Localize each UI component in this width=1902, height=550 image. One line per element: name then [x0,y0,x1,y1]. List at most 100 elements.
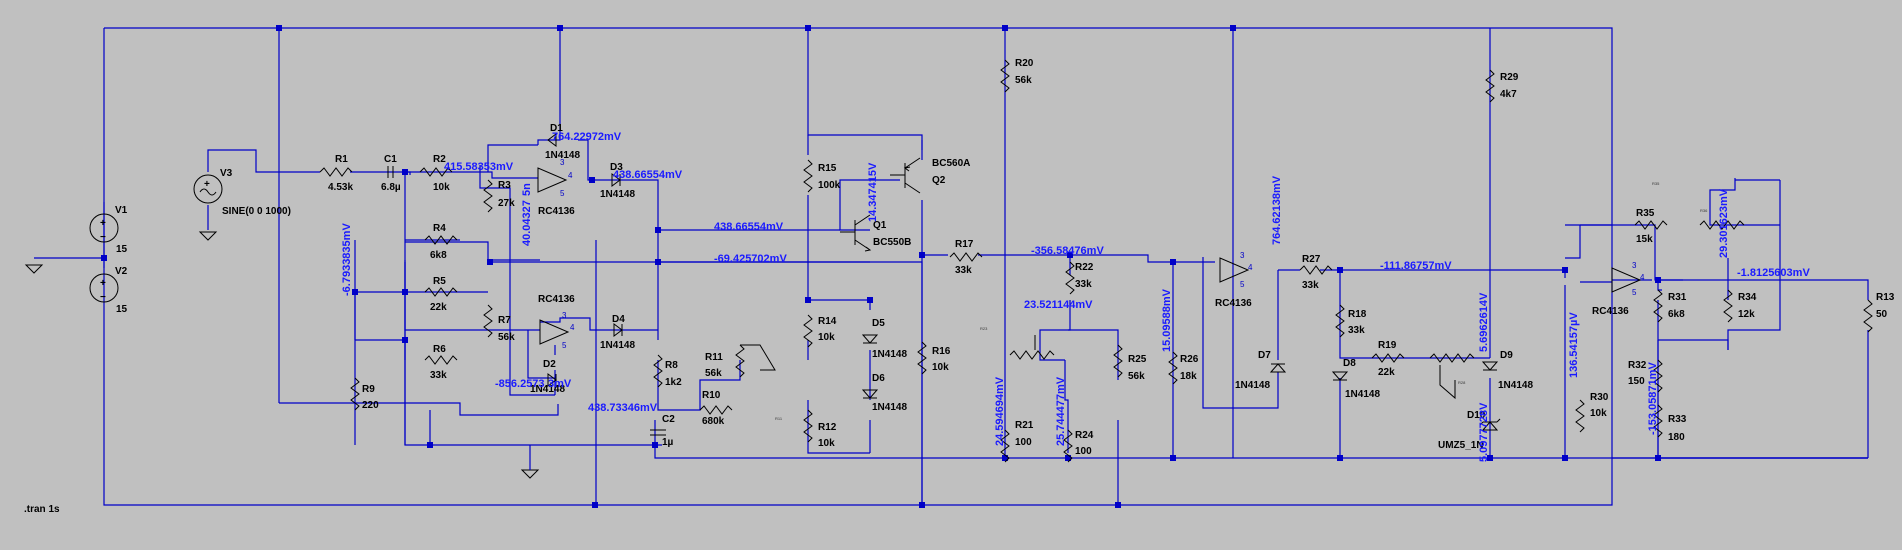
svg-text:5: 5 [560,189,565,198]
diode-d8: D8 1N4148 [1331,358,1380,400]
svg-text:4.53k: 4.53k [328,182,353,193]
svg-text:15k: 15k [1636,234,1653,245]
svg-text:1N4148: 1N4148 [530,384,565,395]
svg-text:R27: R27 [1302,254,1321,265]
svg-text:R26: R26 [1180,354,1199,365]
v1-name: V1 [115,205,128,216]
opamp-u1: 3 4 5 RC4136 [537,158,575,217]
resistor-r16: R16 10k [917,341,951,375]
svg-text:R21: R21 [1015,420,1034,431]
svg-text:6.8µ: 6.8µ [381,182,401,193]
svg-text:-6.7933835mV: -6.7933835mV [341,223,353,296]
svg-text:56k: 56k [1128,371,1145,382]
wires [34,27,1869,506]
resistor-r20: R20 56k [1000,58,1034,93]
svg-text:R8: R8 [665,360,678,371]
resistor-r9: R9 220 [350,377,379,411]
svg-text:3mV: 3mV [548,378,572,390]
svg-text:3: 3 [1240,251,1245,260]
capacitor-c1: C1 6.8µ [381,154,401,193]
svg-text:100k: 100k [818,180,841,191]
svg-text:R25: R25 [1128,354,1147,365]
svg-text:56k: 56k [498,332,515,343]
svg-text:R30: R30 [1590,392,1609,403]
svg-text:R13: R13 [1876,292,1895,303]
svg-text:150: 150 [1628,376,1645,387]
diode-d9: D9 1N4148 [1481,350,1533,391]
resistor-r12: R12 10k [803,409,837,449]
opamp-u2: 3 4 5 RC4136 [538,294,575,350]
svg-text:D4: D4 [612,314,625,325]
svg-text:−: − [100,232,106,243]
svg-text:+: + [100,278,106,289]
svg-text:18k: 18k [1180,371,1197,382]
diode-d5: D5 1N4148 [861,318,907,360]
svg-text:R2: R2 [433,154,446,165]
svg-text:100: 100 [1075,446,1092,457]
svg-text:1N4148: 1N4148 [1498,380,1533,391]
v1-value: 15 [116,244,128,255]
svg-text:R15: R15 [818,163,837,174]
svg-text:4k7: 4k7 [1500,89,1517,100]
resistor-r22: R22 33k [1065,261,1094,295]
v3-value: SINE(0 0 1000) [222,206,291,217]
svg-text:3: 3 [1632,261,1637,270]
svg-text:15.09588mV: 15.09588mV [1161,288,1173,352]
svg-text:33k: 33k [1075,279,1092,290]
svg-text:5n: 5n [521,183,533,196]
svg-text:40.04327: 40.04327 [521,200,533,246]
svg-text:D7: D7 [1258,350,1271,361]
svg-text:56k: 56k [1015,75,1032,86]
svg-text:-356.58476mV: -356.58476mV [1031,245,1104,257]
resistor-r33: R33 180 [1653,404,1687,443]
svg-text:-111.86757mV: -111.86757mV [1380,260,1452,272]
svg-text:C2: C2 [662,414,675,425]
svg-text:100: 100 [1015,437,1032,448]
svg-text:6k8: 6k8 [430,250,447,261]
svg-text:438.66554mV: 438.66554mV [714,221,784,233]
svg-text:BC550B: BC550B [873,237,911,248]
svg-text:1k2: 1k2 [665,377,682,388]
diode-d1: D1 1N4148 [545,123,580,161]
svg-text:R32: R32 [1628,360,1647,371]
svg-text:29.301623mV: 29.301623mV [1718,188,1730,258]
svg-text:1N4148: 1N4148 [1345,389,1380,400]
svg-text:R11: R11 [705,352,723,363]
svg-text:-153.05871mV: -153.05871mV [1647,362,1659,435]
svg-text:5: 5 [1240,280,1245,289]
simulation-directive: .tran 1s [24,504,60,515]
svg-text:R12: R12 [818,422,837,433]
opamp-u4: 3 4 5 RC4136 [1592,261,1645,317]
svg-text:1N4148: 1N4148 [545,150,580,161]
svg-text:RC4136: RC4136 [1215,298,1252,309]
svg-text:438.66554mV: 438.66554mV [613,169,683,181]
resistor-r10: R10 680k [699,390,733,427]
svg-text:R17: R17 [955,239,974,250]
svg-text:D1: D1 [550,123,563,134]
resistor-r30: R30 10k [1575,392,1609,433]
svg-text:R18: R18 [1348,309,1367,320]
svg-text:−: − [100,292,106,303]
diode-d6: D6 1N4148 [861,373,907,413]
svg-text:R5: R5 [433,276,446,287]
resistor-r34: R34 12k [1723,289,1757,323]
v3-name: V3 [220,168,233,179]
svg-text:4: 4 [1248,263,1253,272]
svg-text:R6: R6 [433,344,446,355]
transistor-q1: Q1 BC550B [840,214,911,252]
diode-d7: D7 1N4148 [1235,350,1287,391]
svg-text:33k: 33k [1348,325,1365,336]
svg-text:764.62138mV: 764.62138mV [1271,175,1283,245]
svg-text:D2: D2 [543,359,556,370]
svg-text:-856.2573: -856.2573 [495,378,545,390]
svg-text:R23: R23 [980,326,988,331]
svg-text:438.73346mV: 438.73346mV [588,402,658,414]
svg-text:33k: 33k [430,370,447,381]
svg-text:22k: 22k [430,302,447,313]
resistor-r18: R18 33k [1335,304,1367,338]
svg-text:4: 4 [1640,273,1645,282]
resistor-r21: R21 100 [1000,420,1034,463]
svg-text:5: 5 [562,341,567,350]
resistor-r31: R31 6k8 [1653,289,1687,323]
svg-text:R14: R14 [818,316,837,327]
